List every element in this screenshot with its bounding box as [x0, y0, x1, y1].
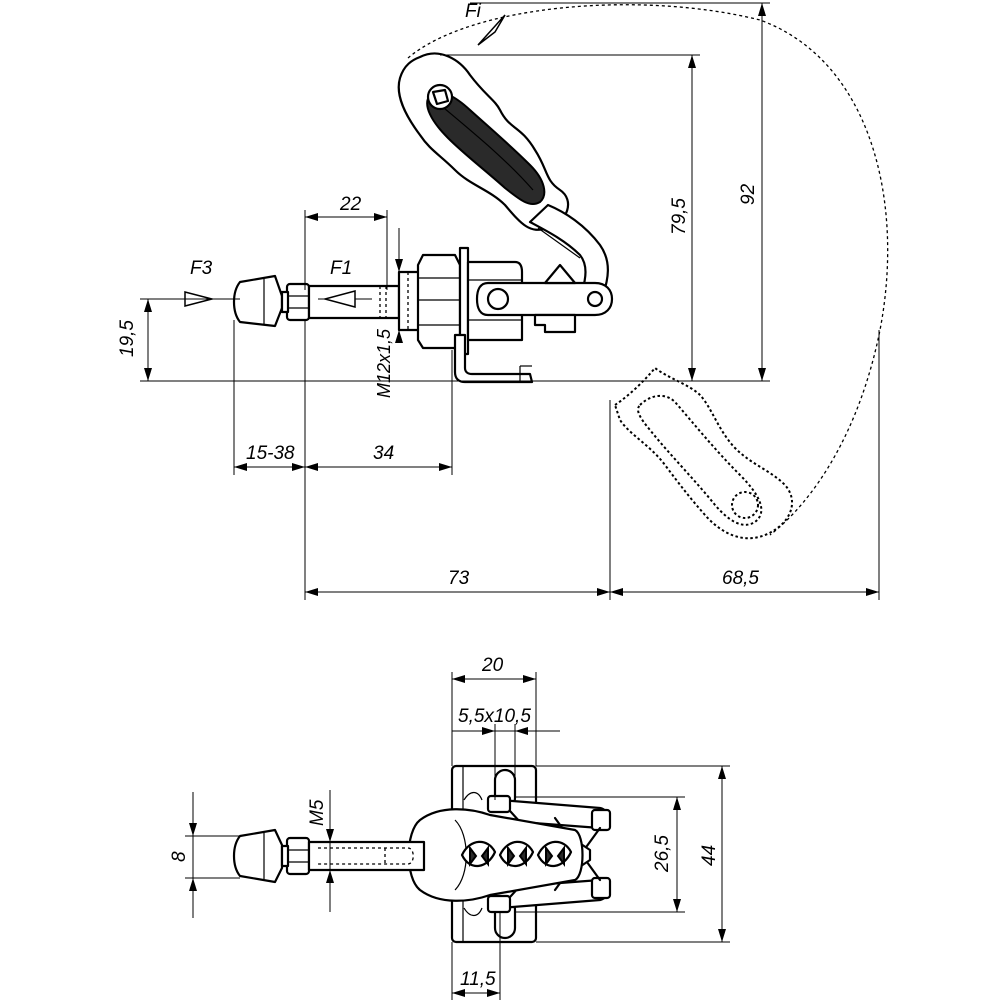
side-view: Fi F3 F1 22 M12x1,5	[117, 1, 889, 600]
pin-head-lower	[486, 894, 512, 914]
force-fi-arrow	[477, 14, 506, 46]
side-view-dimensions: 22 M12x1,5 19,5 79,5 92	[117, 2, 880, 600]
slot-arc-top	[463, 791, 483, 801]
linkage-bar	[475, 281, 614, 317]
dim-8-arrow-top	[189, 823, 197, 836]
arm-tip-lower	[590, 876, 612, 900]
linkage-pivot-left	[486, 287, 510, 311]
mounting-bracket	[453, 333, 534, 384]
dim-m5-arrow-bottom	[326, 870, 334, 883]
dim-34-arrow-right	[439, 463, 452, 471]
dim-slot-label: 5,5x10,5	[458, 706, 531, 727]
dim-195-arrow-top	[144, 299, 152, 312]
dim-slot-arrow-right	[515, 727, 528, 735]
top-view: 20 5,5x10,5 8 M5 2	[169, 655, 730, 1000]
dim-20-arrow-right	[523, 675, 536, 683]
dim-92-label: 92	[738, 183, 759, 205]
tip-neck	[280, 290, 290, 314]
handle-open-position	[613, 366, 794, 540]
force-f1-arrow	[322, 290, 356, 308]
pressure-tip	[232, 274, 284, 328]
dim-115-arrow-left	[452, 989, 465, 997]
dim-20-label: 20	[481, 655, 504, 676]
grip-lobe-mark-5	[545, 845, 554, 867]
small-hex-nut	[285, 282, 311, 322]
spindle-top	[307, 840, 426, 872]
force-f3-label: F3	[190, 258, 213, 279]
grip-lobe-mark-1	[469, 845, 478, 867]
force-fi-label: Fi	[465, 1, 482, 22]
dim-thread-arrow-bottom	[395, 330, 403, 343]
grip-lobe-mark-4	[518, 845, 527, 867]
tip-neck-top	[280, 844, 290, 868]
dim-1538-arrow-right	[292, 463, 305, 471]
handle-grip-insert	[426, 91, 546, 206]
dim-685-arrow-right	[866, 588, 879, 596]
spindle-thread-hidden	[318, 847, 414, 865]
dim-795-arrow-top	[688, 55, 696, 68]
pressure-tip-top	[232, 828, 284, 884]
dim-22-arrow-right	[374, 213, 387, 221]
handle-upper	[397, 52, 609, 297]
dim-92-arrow-bottom	[758, 368, 766, 381]
dim-8-arrow-bottom	[189, 878, 197, 891]
handle-neck-line	[537, 227, 581, 259]
dim-thread-arrow-top	[395, 259, 403, 272]
force-arrows-side: Fi F3 F1	[145, 1, 506, 308]
dim-8-label: 8	[169, 851, 190, 862]
pin-head-upper	[486, 794, 512, 814]
linkage-pivot-right	[586, 290, 604, 308]
slot-arc-bottom	[463, 907, 483, 917]
dim-685-arrow-left	[610, 588, 623, 596]
dim-795-arrow-bottom	[688, 368, 696, 381]
dim-115-label: 11,5	[460, 969, 496, 990]
handle-hex-socket	[431, 88, 450, 106]
ghost-pivot	[731, 491, 759, 519]
ghost-grip-outline	[613, 366, 794, 540]
top-view-dimensions: 20 5,5x10,5 8 M5 2	[169, 655, 730, 1000]
grip-lobe-mark-6	[556, 845, 565, 867]
dim-m5-arrow-top	[326, 829, 334, 842]
dim-195-arrow-bottom	[144, 368, 152, 381]
large-hex-nut	[416, 253, 462, 350]
dim-44-arrow-top	[718, 766, 726, 779]
dim-slot-arrow-left	[482, 727, 495, 735]
dim-73-arrow-left	[305, 588, 318, 596]
ghost-grip-insert	[637, 394, 763, 526]
handle-grip-inner-line	[437, 102, 534, 191]
dim-44-label: 44	[699, 845, 720, 866]
dim-73-label: 73	[448, 568, 470, 589]
linkage-lower-link	[533, 313, 577, 334]
dim-265-label: 26,5	[652, 835, 673, 873]
dim-44-arrow-bottom	[718, 929, 726, 942]
force-f1-label: F1	[330, 258, 352, 279]
linkage-upper-arm	[543, 263, 577, 285]
dim-34-label: 34	[373, 443, 394, 464]
dim-m5-label: M5	[307, 799, 328, 826]
dim-73-arrow-right	[597, 588, 610, 596]
plunger-assembly	[232, 246, 614, 384]
handle-swing-arc	[407, 4, 889, 536]
grip-lobe-mark-3	[507, 845, 516, 867]
dim-115-arrow-right	[487, 989, 500, 997]
dim-265-arrow-bottom	[673, 899, 681, 912]
arm-tip-upper	[590, 808, 612, 832]
small-nut-top	[285, 836, 311, 876]
dim-265-arrow-top	[673, 797, 681, 810]
dim-thread-label: M12x1,5	[374, 328, 394, 398]
dim-195-label: 19,5	[117, 320, 138, 357]
dim-92-arrow-top	[758, 3, 766, 16]
dim-795-label: 79,5	[669, 198, 690, 235]
dim-34-arrow-left	[305, 463, 318, 471]
dim-685-label: 68,5	[722, 568, 759, 589]
dim-1538-label: 15-38	[246, 443, 295, 464]
dim-22-arrow-left	[305, 213, 318, 221]
dim-22-label: 22	[339, 194, 362, 215]
dim-1538-arrow-left	[234, 463, 247, 471]
grip-lobe-mark-2	[480, 845, 489, 867]
dim-20-arrow-left	[452, 675, 465, 683]
